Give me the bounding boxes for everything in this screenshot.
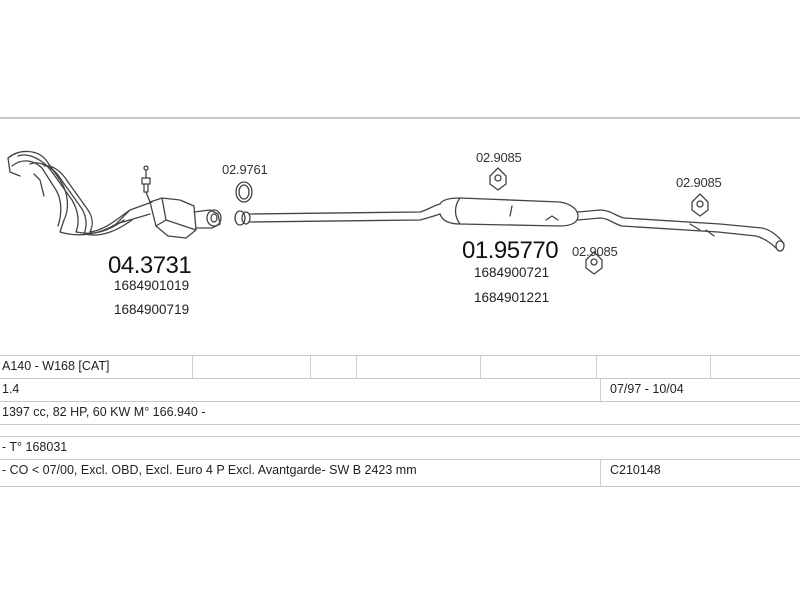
cell-divider: [710, 356, 711, 378]
type-code-cell: - T° 168031: [2, 440, 68, 454]
clamp-icon: [234, 210, 251, 226]
bottom-border: [0, 486, 800, 487]
rubber-hanger-icon-1: [489, 167, 507, 191]
hanger-label-3: 02.9085: [572, 244, 618, 259]
cell-divider: [192, 356, 193, 378]
table-line-1: [0, 355, 800, 356]
table-row-type: - T° 168031: [0, 437, 800, 459]
cell-divider: [356, 356, 357, 378]
front-section-ref-2: 1684900719: [114, 302, 190, 317]
table-line-3: [0, 401, 800, 402]
table-row-model: A140 - W168 [CAT]: [0, 356, 800, 378]
rear-section-ref-2: 1684901221: [474, 290, 550, 305]
oxygen-sensor-icon: [141, 165, 151, 203]
ring-gasket-label: 02.9761: [222, 162, 268, 177]
exhaust-manifold-icon: [7, 150, 153, 236]
catalytic-converter-icon: [149, 197, 222, 239]
cell-divider: [600, 379, 601, 401]
exhaust-system-diagram: [7, 150, 785, 275]
rubber-hanger-icon-3: [585, 251, 603, 275]
notes-cell: - CO < 07/00, Excl. OBD, Excl. Euro 4 P …: [2, 463, 417, 477]
tail-pipe: [577, 209, 785, 245]
date-range-cell: 07/97 - 10/04: [610, 382, 684, 396]
cell-divider: [310, 356, 311, 378]
engine-size-cell: 1.4: [2, 382, 20, 396]
table-line-6: [0, 459, 800, 460]
table-line-4: [0, 424, 800, 425]
model-cell: A140 - W168 [CAT]: [2, 359, 110, 373]
top-border: [0, 117, 800, 119]
cell-divider: [596, 356, 597, 378]
middle-pipe: [249, 203, 441, 215]
front-section-code: 04.3731: [108, 252, 192, 279]
cell-divider: [600, 460, 601, 486]
rear-section-code: 01.95770: [462, 237, 559, 264]
rear-silencer-icon: [439, 197, 579, 227]
hanger-label-2: 02.9085: [676, 175, 722, 190]
rear-section-ref-1: 1684900721: [474, 265, 550, 280]
table-row-notes: - CO < 07/00, Excl. OBD, Excl. Euro 4 P …: [0, 460, 800, 484]
table-row-specs: 1397 cc, 82 HP, 60 KW M° 166.940 -: [0, 402, 800, 424]
hanger-label-1: 02.9085: [476, 150, 522, 165]
ring-gasket-icon: [235, 181, 253, 203]
cell-divider: [480, 356, 481, 378]
table-line-2: [0, 378, 800, 379]
rubber-hanger-icon-2: [691, 193, 709, 217]
front-section-ref-1: 1684901019: [114, 278, 190, 293]
table-row-engine: 1.4 07/97 - 10/04: [0, 379, 800, 401]
catalog-code-cell: C210148: [610, 463, 661, 477]
specs-cell: 1397 cc, 82 HP, 60 KW M° 166.940 -: [2, 405, 206, 419]
table-line-5: [0, 436, 800, 437]
